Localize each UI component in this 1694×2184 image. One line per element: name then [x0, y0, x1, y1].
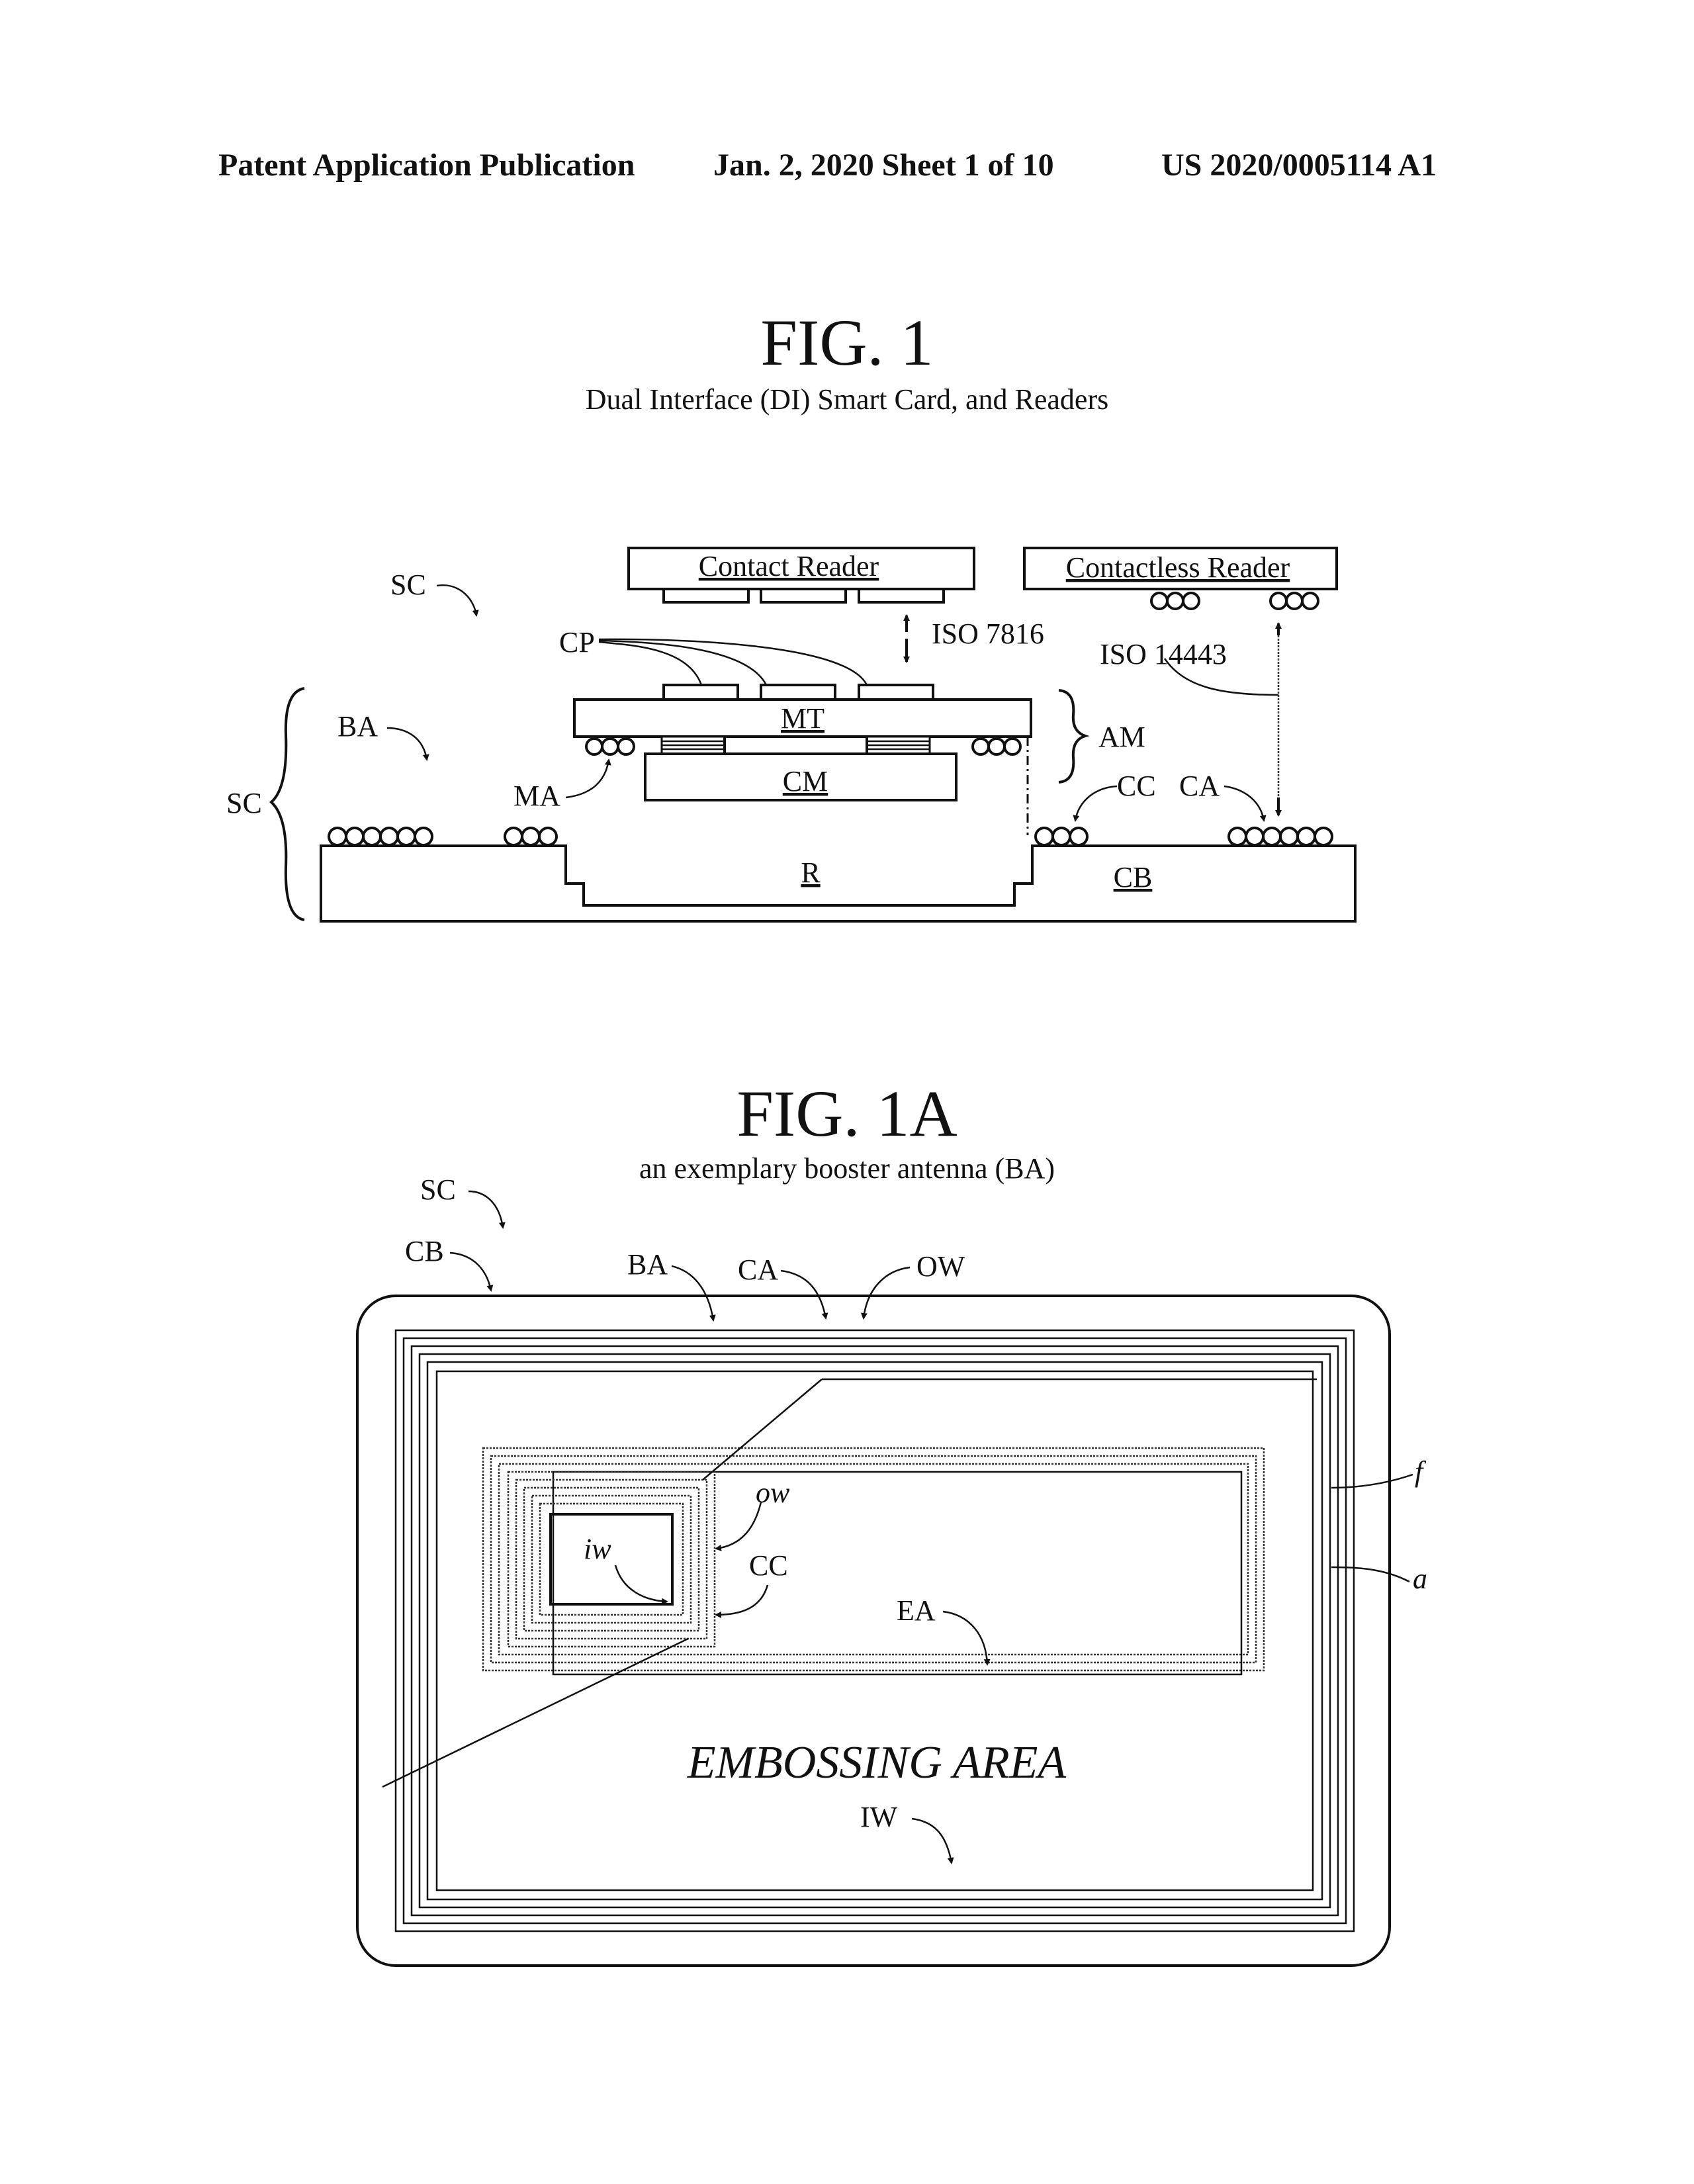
booster-antenna-windings [394, 1329, 1355, 1933]
card-body [320, 844, 1357, 923]
iso7816-label: ISO 7816 [932, 617, 1044, 650]
contact-reader: Contact Reader [627, 547, 975, 604]
cp-label: CP [559, 626, 595, 659]
header-publication: Patent Application Publication [218, 148, 635, 183]
sc-side-label: SC [226, 787, 262, 819]
r-label: R [801, 856, 821, 889]
contactless-reader: Contactless Reader [1023, 547, 1338, 610]
fig1a-f-label: f [1415, 1455, 1427, 1488]
mt-label: MT [781, 702, 825, 735]
cm-label: CM [783, 765, 828, 797]
fig1a-subtitle: an exemplary booster antenna (BA) [639, 1152, 1055, 1185]
fig1a-ca-label: CA [738, 1253, 778, 1286]
coupling-coil [507, 1471, 716, 1648]
header-date-sheet: Jan. 2, 2020 Sheet 1 of 10 [713, 148, 1054, 183]
coupling-frame [482, 1447, 1265, 1676]
antenna-module: MT CM [573, 684, 1032, 801]
cc-label: CC [1117, 770, 1156, 802]
embossing-area-label: EMBOSSING AREA [687, 1737, 1066, 1788]
fig1a-ea-label: EA [897, 1594, 936, 1627]
ma-label: MA [513, 780, 560, 812]
card-outline [356, 1295, 1391, 1967]
contact-reader-label: Contact Reader [699, 550, 879, 582]
fig1a-sc-label: SC [420, 1173, 456, 1206]
contactless-reader-label: Contactless Reader [1066, 551, 1290, 584]
fig1-title: FIG. 1 [760, 306, 934, 379]
fig1a-a-label: a [1413, 1563, 1427, 1595]
cb-label: CB [1114, 861, 1153, 893]
header-patent-number: US 2020/0005114 A1 [1161, 148, 1437, 183]
booster-antenna-coils [328, 827, 1333, 846]
sc-top-label: SC [390, 569, 426, 601]
am-label: AM [1098, 721, 1145, 753]
fig1a-cc-label: CC [749, 1549, 788, 1582]
fig1a-ba-label: BA [627, 1248, 668, 1281]
fig1-subtitle: Dual Interface (DI) Smart Card, and Read… [585, 383, 1109, 416]
ba-label: BA [337, 710, 378, 743]
iso14443-label: ISO 14443 [1100, 638, 1227, 670]
connection-line-lower [382, 1637, 689, 1788]
fig1a-cb-label: CB [405, 1235, 444, 1267]
fig1a-title: FIG. 1A [736, 1077, 958, 1150]
fig1a-ow-upper-label: OW [916, 1250, 965, 1283]
ca-label: CA [1179, 770, 1220, 802]
connection-line-upper [702, 1379, 823, 1480]
fig1a-iw-upper-label: IW [860, 1801, 898, 1833]
fig1a-iw-lower-label: iw [584, 1533, 611, 1565]
